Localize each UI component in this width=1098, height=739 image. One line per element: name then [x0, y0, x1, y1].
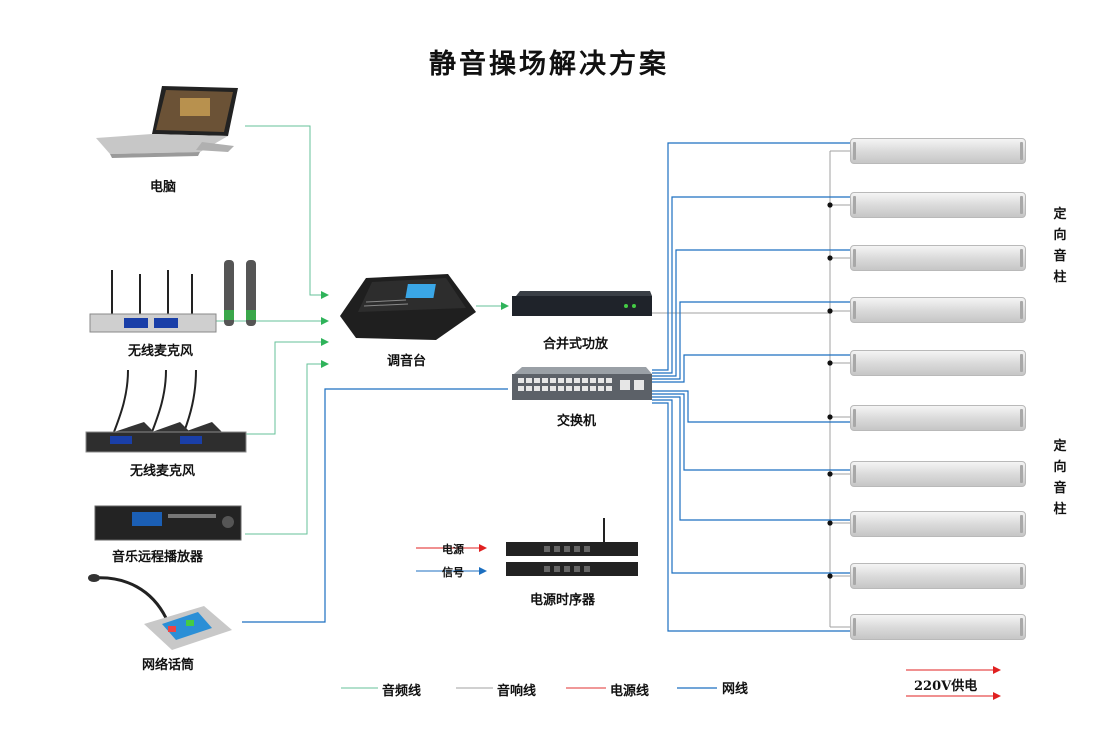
sequencer-signal-label: 信号 — [442, 566, 464, 579]
computer-label: 电脑 — [150, 180, 177, 195]
music-player-device — [94, 505, 242, 541]
legend-power-line: 电源线 — [610, 684, 650, 699]
power-supply-label: 220V供电 — [914, 679, 978, 694]
speaker-column — [850, 563, 1026, 589]
music-player-label: 音乐远程播放器 — [112, 550, 204, 565]
speaker-column — [850, 138, 1026, 164]
computer-device — [96, 86, 238, 158]
amplifier-device — [512, 291, 652, 316]
legend-audio-line: 音频线 — [382, 684, 422, 699]
wireless-mic-receiver-1 — [89, 260, 256, 333]
speaker-column — [850, 614, 1026, 640]
network-mic-label: 网络话筒 — [142, 658, 195, 673]
wireless-mic-receiver-2 — [85, 369, 247, 453]
mixer-device — [340, 274, 476, 340]
audio-line-player — [245, 360, 329, 535]
network-fanout — [652, 142, 850, 632]
legend-network-line: 网线 — [722, 682, 749, 697]
wireless-mic-2-label: 无线麦克风 — [130, 464, 196, 479]
speaker-column — [850, 511, 1026, 537]
sequencer-power-label: 电源 — [442, 543, 464, 556]
audio-line-mic2 — [245, 338, 329, 435]
power-sequencer-label: 电源时序器 — [530, 593, 596, 608]
network-mic-device — [88, 574, 232, 650]
diagram-title: 静音操场解决方案 — [429, 49, 669, 80]
speaker-column — [850, 461, 1026, 487]
mixer-label: 调音台 — [387, 354, 427, 369]
amplifier-label: 合并式功放 — [543, 337, 609, 352]
switch-label: 交换机 — [557, 414, 597, 429]
power-sequencer-device — [506, 518, 638, 576]
network-line-mic — [242, 388, 508, 623]
audio-line-computer — [245, 125, 329, 299]
speaker-group-label-top: 定向音柱 — [1053, 207, 1067, 285]
speaker-column — [850, 405, 1026, 431]
speaker-group-label-bottom: 定向音柱 — [1053, 439, 1067, 517]
legend-speaker-line: 音响线 — [497, 684, 537, 699]
speaker-column — [850, 297, 1026, 323]
switch-device — [512, 367, 652, 400]
speaker-column — [850, 192, 1026, 218]
wireless-mic-1-label: 无线麦克风 — [128, 344, 194, 359]
speaker-column — [850, 350, 1026, 376]
speaker-column — [850, 245, 1026, 271]
